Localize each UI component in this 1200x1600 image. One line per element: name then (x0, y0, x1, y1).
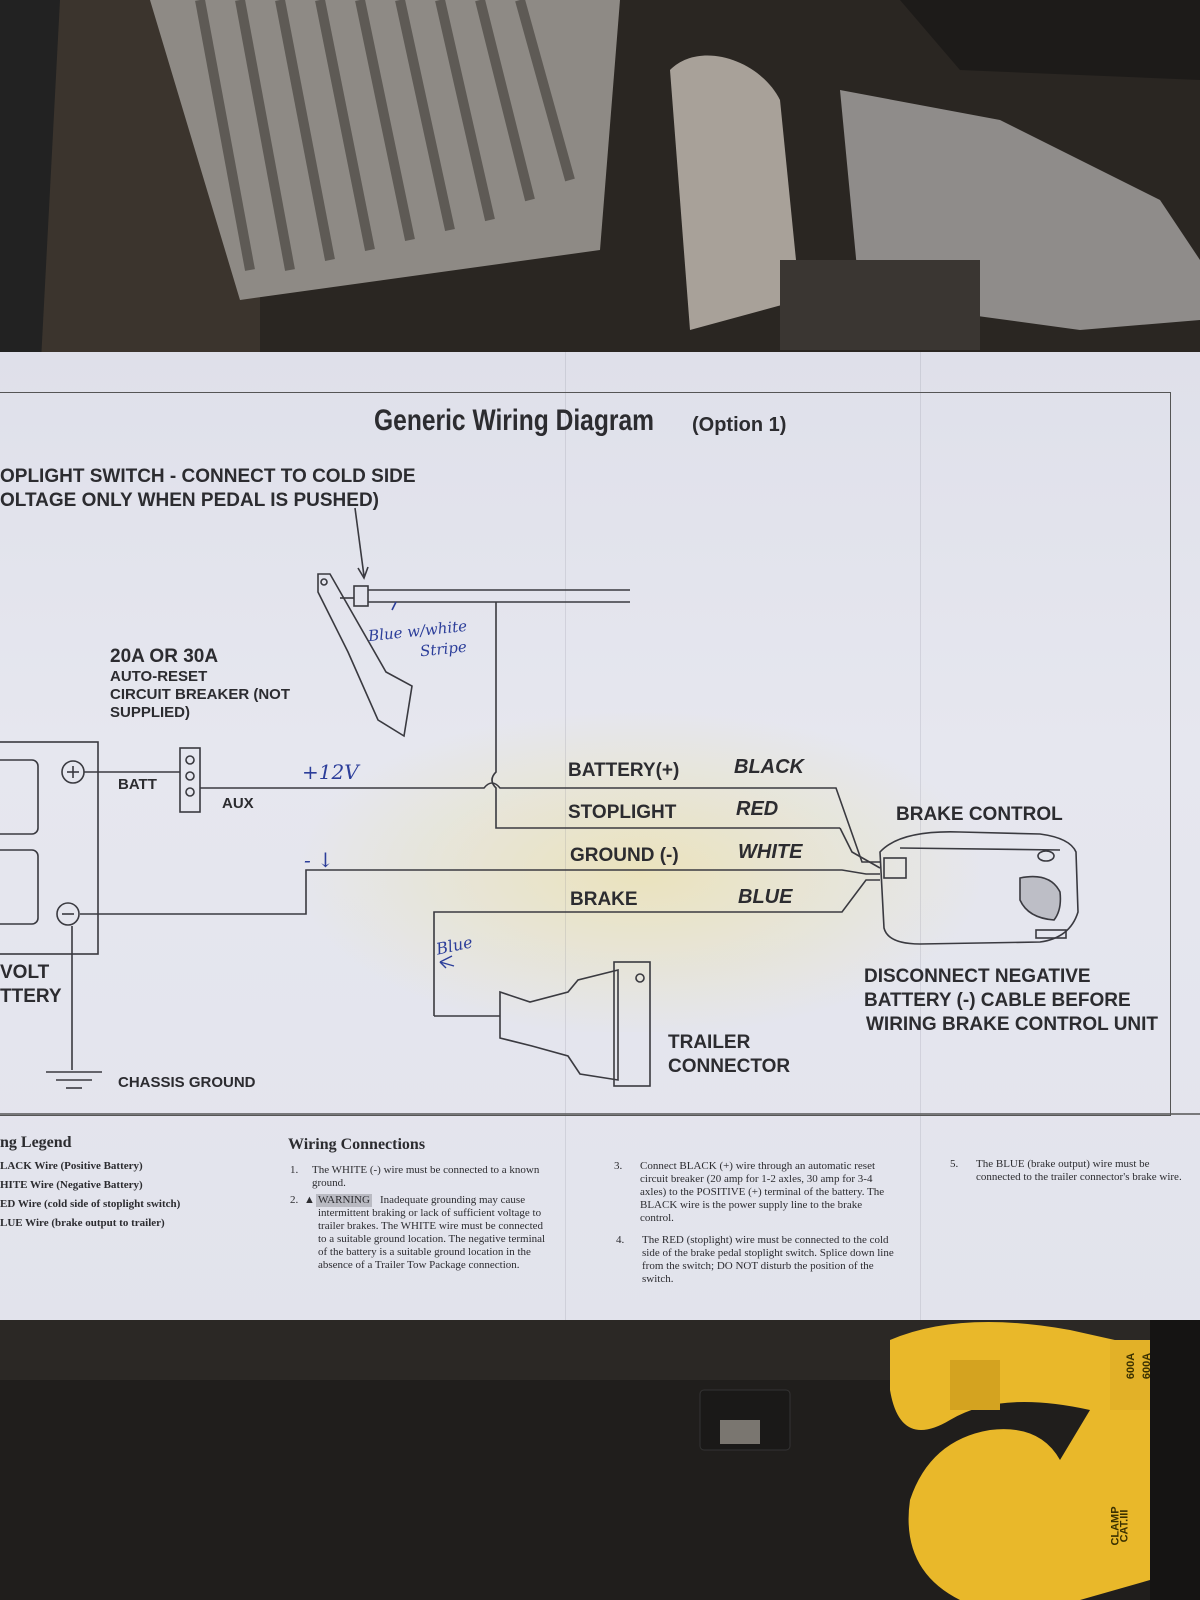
trailer-connector-plate (613, 961, 651, 1087)
clamp-label-line2: CAT.III (1118, 1509, 1131, 1543)
handwritten-minus: - ↓ (304, 848, 334, 872)
light-glare (300, 712, 980, 1032)
step-text: The WHITE (-) wire must be connected to … (312, 1164, 540, 1189)
negative-terminal (56, 902, 80, 926)
wiring-diagram-lines (0, 507, 1200, 1115)
legend-item: LUE Wire (brake output to trailer) (0, 1217, 165, 1229)
step-text: Inadequate grounding may cause intermitt… (318, 1194, 546, 1271)
chassis-ground-label: CHASSIS GROUND (118, 1074, 256, 1091)
step-number: 3. (614, 1160, 623, 1172)
clamp-rating-1: 600A (1125, 1352, 1138, 1380)
warning-line2: BATTERY (-) CABLE BEFORE (864, 990, 1131, 1011)
engine-bay-photo-bottom: CLAMP CAT.III 600A 600A (0, 1320, 1200, 1600)
warning-line1: DISCONNECT NEGATIVE (864, 966, 1091, 987)
step-text: The BLUE (brake output) wire must be con… (976, 1158, 1182, 1183)
stoplight-note-line1: OPLIGHT SWITCH - CONNECT TO COLD SIDE (0, 466, 416, 487)
clamp-rating-2: 600A (1141, 1352, 1154, 1380)
trailer-label-line2: CONNECTOR (668, 1056, 791, 1077)
brake-control-unit (879, 831, 1079, 945)
wire-name-battery: BATTERY(+) (568, 760, 680, 781)
legend-item: HITE Wire (Negative Battery) (0, 1179, 143, 1191)
step-number: 4. (616, 1234, 625, 1246)
stoplight-wire (491, 602, 840, 829)
step-text: Connect BLACK (+) wire through an automa… (640, 1160, 885, 1224)
brake-pedal (317, 573, 413, 738)
brake-control-label: BRAKE CONTROL (896, 804, 1063, 825)
breaker-line1: AUTO-RESET (110, 668, 208, 685)
wire-color-black: BLACK (734, 756, 804, 778)
ground-wire (80, 869, 880, 915)
step-number: 5. (950, 1158, 959, 1170)
legend-item: ED Wire (cold side of stoplight switch) (0, 1198, 181, 1210)
step-text: The RED (stoplight) wire must be connect… (642, 1234, 894, 1285)
connections-heading: Wiring Connections (288, 1136, 426, 1153)
wire-name-stoplight: STOPLIGHT (568, 802, 677, 823)
diagram-frame (0, 392, 1171, 1116)
fold-crease (920, 352, 921, 1340)
wire-name-brake: BRAKE (570, 889, 638, 910)
fold-crease (565, 352, 566, 1340)
battery-outline (0, 741, 99, 955)
wire-name-ground: GROUND (-) (570, 845, 679, 866)
brake-wire (433, 879, 880, 1016)
wiring-instruction-sheet: Generic Wiring Diagram (Option 1) OPLIGH… (0, 352, 1200, 1340)
stoplight-note-line2: OLTAGE ONLY WHEN PEDAL IS PUSHED) (0, 490, 379, 511)
battery-label-line2: TTERY (0, 986, 62, 1007)
stoplight-switch (353, 585, 369, 607)
warning-line3: WIRING BRAKE CONTROL UNIT (866, 1014, 1159, 1035)
trailer-label-line1: TRAILER (668, 1032, 751, 1053)
trailer-connector (499, 968, 619, 1081)
wire-color-red: RED (736, 798, 779, 820)
warning-badge: WARNING (316, 1194, 372, 1207)
aux-terminal-label: AUX (222, 795, 254, 812)
step-number: 2. (290, 1194, 299, 1206)
stoplight-pointer (354, 507, 365, 577)
legend-heading: ng Legend (0, 1134, 72, 1151)
wire-color-white: WHITE (738, 841, 803, 863)
circuit-breaker (179, 747, 201, 813)
diagram-title: Generic Wiring Diagram (374, 404, 655, 437)
step-number: 1. (290, 1164, 299, 1176)
breaker-rating: 20A OR 30A (110, 646, 219, 667)
legend-item: LACK Wire (Positive Battery) (0, 1160, 143, 1172)
engine-bay-photo-top (0, 0, 1200, 380)
breaker-line2: CIRCUIT BREAKER (NOT (110, 686, 290, 703)
wire-color-blue: BLUE (738, 886, 793, 908)
battery-positive-wire (200, 782, 880, 863)
warning-icon: ▲ (304, 1194, 315, 1206)
diagram-option: (Option 1) (692, 414, 787, 436)
handwritten-plus12v: +12V (302, 760, 359, 784)
batt-terminal-label: BATT (118, 776, 157, 793)
engine-bay-graphic (0, 0, 1200, 380)
engine-bay-bottom-graphic (0, 1320, 1200, 1600)
battery-label-line1: VOLT (0, 962, 50, 983)
breaker-line3: SUPPLIED) (110, 704, 191, 721)
